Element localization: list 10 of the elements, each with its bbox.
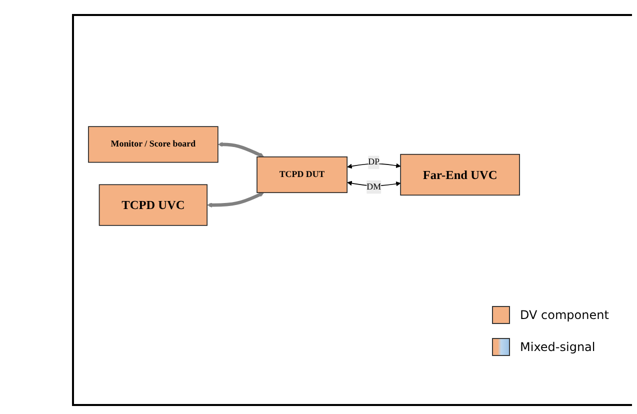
node-box — [400, 154, 520, 196]
diagram-frame: DP DM Monitor / Score board TCPD UVC TCPD DUT Far-End UVC DV component Mixed-signal — [72, 14, 632, 406]
legend-label: DV component — [520, 308, 609, 322]
node-box — [256, 156, 348, 194]
node-box — [98, 184, 208, 226]
node-box — [88, 126, 218, 163]
double-arrow — [207, 192, 264, 208]
legend-label: Mixed-signal — [520, 340, 596, 354]
double-arrow — [218, 142, 264, 158]
double-arrow — [347, 163, 401, 169]
